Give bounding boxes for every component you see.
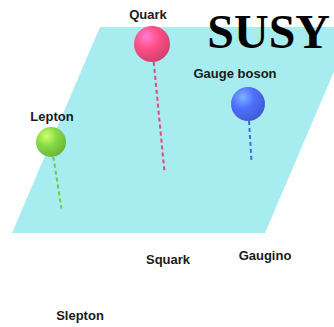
plane-sheet <box>12 27 334 233</box>
sphere-circle <box>36 127 66 157</box>
particle-label: Lepton <box>30 110 73 124</box>
particle-sphere: Lepton <box>36 127 66 157</box>
particle-sphere: Gauge boson <box>231 87 265 121</box>
particle-sphere: Slepton <box>26 208 110 292</box>
dashed-connector <box>53 157 61 209</box>
particle-label: Gaugino <box>239 249 292 263</box>
sphere-shape <box>130 170 206 246</box>
sphere-circle <box>212 160 296 244</box>
sphere-circle <box>130 170 206 246</box>
sphere-circle <box>26 208 110 292</box>
title: SUSY <box>207 8 330 56</box>
sphere-circle <box>231 87 265 121</box>
dashed-connector <box>249 121 251 160</box>
particle-label: Slepton <box>56 309 104 323</box>
particle-label: Gauge boson <box>193 67 276 81</box>
sphere-shape <box>231 87 265 121</box>
sphere-shape <box>212 160 296 244</box>
particle-sphere: Squark <box>130 170 206 246</box>
particle-sphere: Gaugino <box>212 160 296 244</box>
sphere-shape <box>36 127 66 157</box>
sphere-circle <box>134 26 170 62</box>
particle-sphere: Quark <box>134 26 170 62</box>
particle-label: Squark <box>146 253 190 267</box>
particle-label: Quark <box>129 8 167 22</box>
sphere-shape <box>134 26 170 62</box>
dashed-connector <box>154 62 165 170</box>
sphere-shape <box>26 208 110 292</box>
